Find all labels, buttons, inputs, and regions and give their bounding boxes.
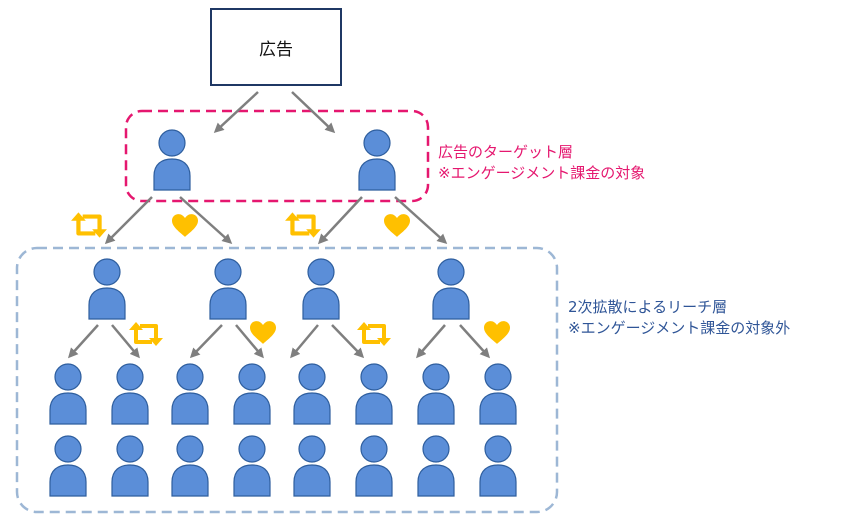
ad-box: [210, 8, 342, 86]
arrow: [290, 324, 319, 359]
arrow: [104, 196, 153, 245]
person-icon: [233, 435, 271, 497]
retweet-icon: [285, 212, 321, 237]
arrow: [67, 324, 99, 359]
person-icon: [355, 363, 393, 425]
person-icon: [358, 129, 396, 191]
target-group-note: ※エンゲージメント課金の対象: [438, 164, 646, 182]
person-icon: [293, 435, 331, 497]
person-icon: [417, 363, 455, 425]
arrow: [111, 324, 140, 359]
heart-icon: [384, 214, 410, 237]
person-icon: [355, 435, 393, 497]
target-group-boundary: [124, 109, 430, 203]
person-icon: [49, 363, 87, 425]
heart-icon: [484, 321, 510, 344]
person-icon: [49, 435, 87, 497]
arrow: [235, 324, 264, 359]
arrow: [416, 324, 446, 359]
person-icon: [153, 129, 191, 191]
target-group-title: 広告のターゲット層: [438, 143, 574, 161]
arrows: [67, 91, 491, 359]
person-icon: [111, 435, 149, 497]
person-icon: [432, 258, 470, 320]
viral-group-title: 2次拡散によるリーチ層: [568, 298, 728, 316]
arrow: [189, 324, 223, 359]
heart-icon: [250, 321, 276, 344]
person-icon: [302, 258, 340, 320]
person-icon: [479, 435, 517, 497]
arrow: [179, 196, 233, 245]
retweet-icon: [71, 212, 107, 237]
person-icon: [479, 363, 517, 425]
ad-label: 広告: [259, 39, 293, 60]
retweet-icon: [128, 320, 164, 348]
person-icon: [88, 258, 126, 320]
person-icon: [209, 258, 247, 320]
retweet-icon: [356, 320, 392, 348]
arrow: [317, 196, 363, 245]
viral-group-note: ※エンゲージメント課金の対象外: [568, 319, 791, 337]
viral-group-boundary: [15, 246, 559, 514]
person-icon: [293, 363, 331, 425]
arrow: [213, 91, 259, 134]
person-icon: [233, 363, 271, 425]
person-icon: [417, 435, 455, 497]
arrow: [459, 324, 491, 359]
arrow: [331, 324, 365, 359]
heart-icon: [172, 214, 198, 237]
person-icon: [171, 363, 209, 425]
arrow: [291, 91, 336, 134]
arrow: [394, 196, 448, 245]
person-icon: [111, 363, 149, 425]
person-icon: [171, 435, 209, 497]
